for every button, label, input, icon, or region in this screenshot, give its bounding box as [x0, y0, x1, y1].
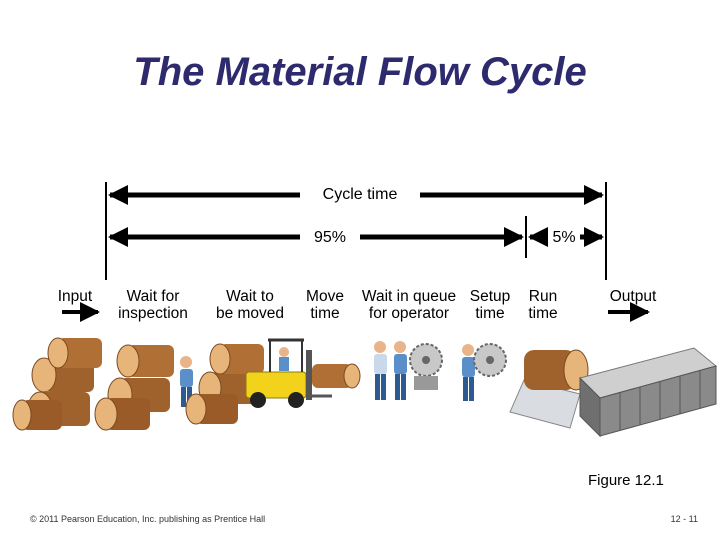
- setup-worker: [462, 344, 475, 401]
- step-line: Setup: [469, 288, 511, 305]
- step-line: Wait for: [126, 288, 180, 305]
- step-wait-moved: Wait to be moved: [206, 288, 294, 322]
- step-line: Run: [528, 288, 558, 305]
- log-pile-input: [12, 337, 102, 431]
- step-line: inspection: [118, 305, 188, 322]
- step-run: Run time: [520, 288, 566, 322]
- step-output: Output: [600, 288, 666, 305]
- footer-copyright: © 2011 Pearson Education, Inc. publishin…: [30, 514, 266, 524]
- cycle-time-label: Cycle time: [322, 186, 398, 203]
- saw-blade-setup: [409, 343, 443, 390]
- step-line: time: [310, 305, 340, 322]
- step-line: for operator: [368, 305, 450, 322]
- run-log-conveyor: [509, 349, 589, 429]
- figure-caption: Figure 12.1: [588, 472, 664, 489]
- step-line: Wait in queue: [361, 288, 457, 305]
- step-line: Output: [609, 288, 657, 305]
- footer-page-number: 12 - 11: [670, 514, 698, 524]
- step-move: Move time: [302, 288, 348, 322]
- run-percent-label: 5%: [552, 229, 576, 246]
- step-line: Move: [306, 288, 344, 305]
- log-pile-inspection: [94, 344, 174, 431]
- step-wait-queue: Wait in queue for operator: [354, 288, 464, 322]
- step-setup: Setup time: [466, 288, 514, 322]
- log-on-forklift: [312, 363, 361, 389]
- step-line: Input: [57, 288, 93, 305]
- forklift: [245, 338, 332, 408]
- step-line: be moved: [215, 305, 285, 322]
- wait-percent-label: 95%: [313, 229, 347, 246]
- slide-title: The Material Flow Cycle: [133, 50, 587, 94]
- step-input: Input: [50, 288, 100, 305]
- lumber-stack-output: [579, 347, 718, 438]
- step-wait-inspection: Wait for inspection: [108, 288, 198, 322]
- step-line: time: [528, 305, 558, 322]
- queue-workers: [374, 341, 407, 400]
- saw-blade-run: [473, 343, 507, 377]
- step-line: time: [475, 305, 505, 322]
- step-line: Wait to: [226, 288, 274, 305]
